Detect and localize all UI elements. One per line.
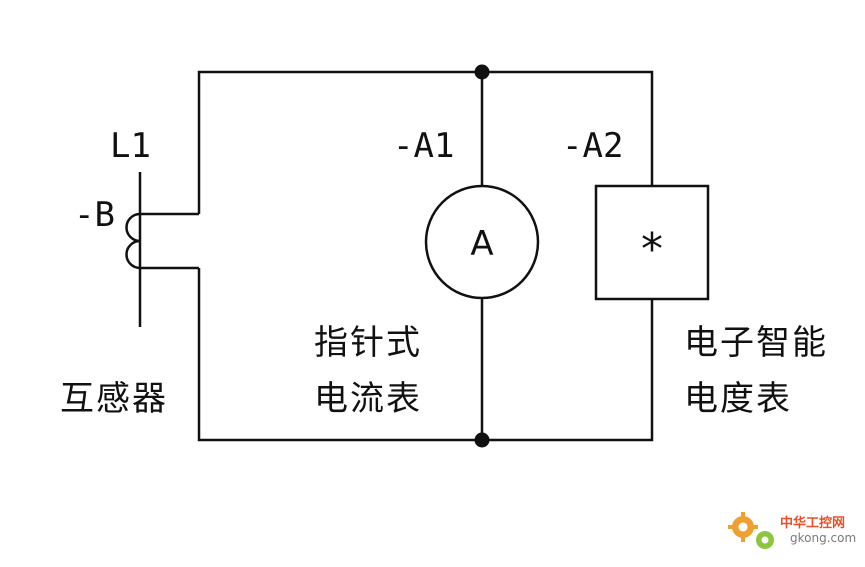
smart-meter-box <box>594 184 710 301</box>
wire-bottom-left <box>197 268 482 442</box>
smart-meter: * <box>594 184 710 301</box>
label-a1: -A1 <box>393 126 454 166</box>
ammeter-circle <box>424 184 540 300</box>
watermark: 中华工控网 gkong.com <box>728 512 856 549</box>
caption-transformer: 互感器 <box>60 379 168 419</box>
gear-logo-icon <box>728 512 774 549</box>
transformer-coil <box>125 212 141 270</box>
current-transformer <box>125 172 142 327</box>
wires <box>140 70 654 442</box>
junction-dot-bottom <box>474 432 490 448</box>
label-l1: L1 <box>110 126 151 166</box>
wire-bottom-right <box>482 299 654 442</box>
ammeter-symbol: A <box>470 224 493 264</box>
caption-smart-line1: 电子智能 <box>684 323 828 363</box>
caption-smart-line2: 电度表 <box>684 379 792 419</box>
junction-dot-top <box>474 64 490 80</box>
wire-top-right <box>482 70 654 186</box>
ammeter: A <box>424 184 540 300</box>
label-b: -B <box>74 195 115 235</box>
caption-pointer-line1: 指针式 <box>314 323 422 363</box>
watermark-site-url: gkong.com <box>790 531 856 545</box>
label-a2: -A2 <box>562 126 623 166</box>
smart-meter-symbol: * <box>641 224 663 275</box>
wire-top-left <box>197 70 482 214</box>
caption-pointer-line2: 电流表 <box>314 379 422 419</box>
watermark-site-cn: 中华工控网 <box>780 515 845 531</box>
